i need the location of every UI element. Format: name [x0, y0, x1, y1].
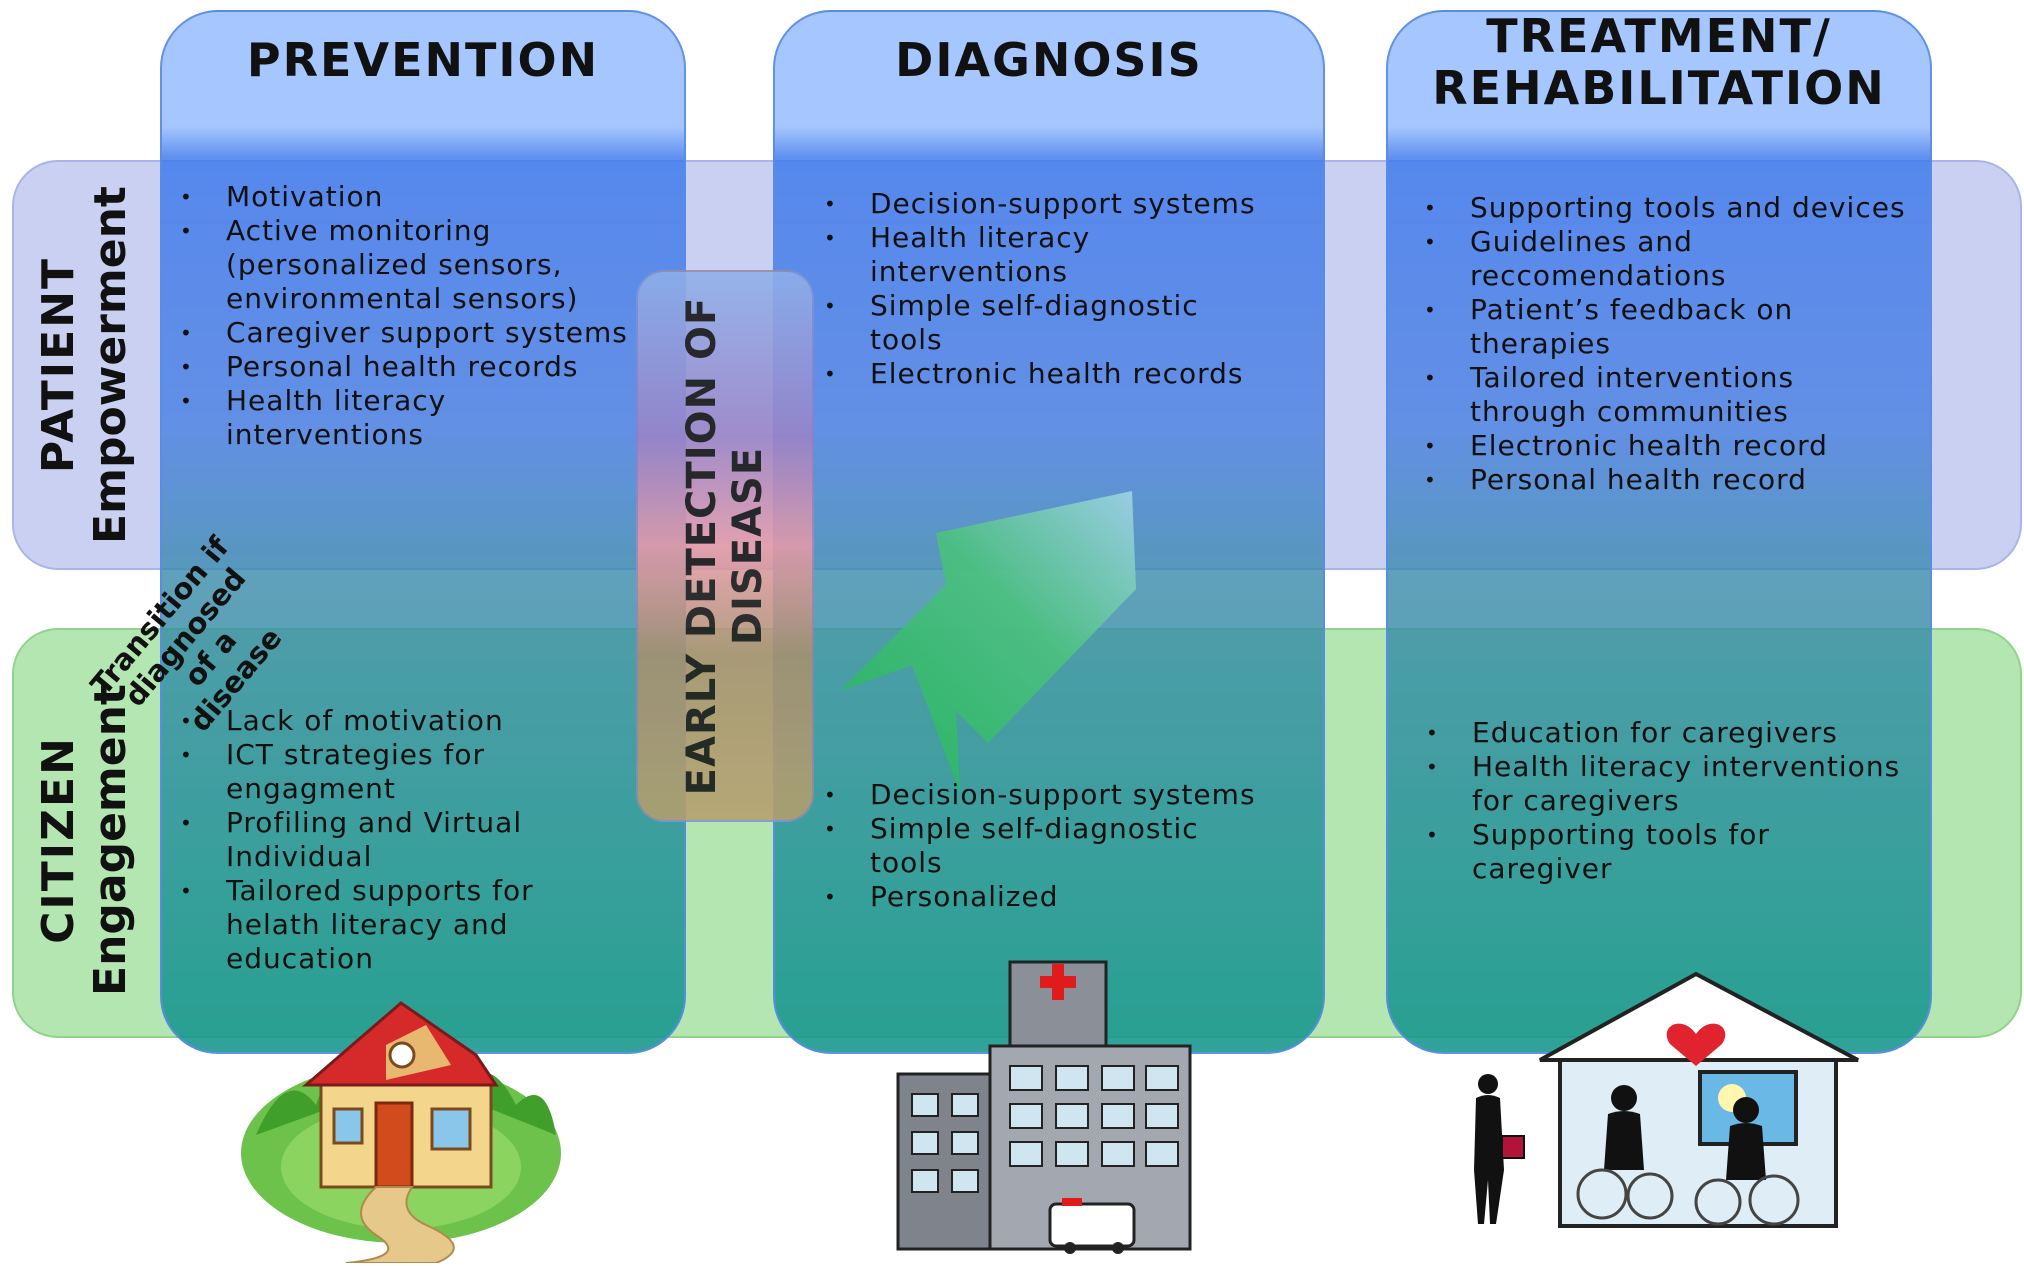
treatment-patient-list: Supporting tools and devices Guidelines …	[1420, 191, 1920, 497]
early-detection-box: EARLY DETECTION OF DISEASE	[636, 270, 814, 822]
diagnosis-patient-list: Decision-support systems Health literacy…	[820, 187, 1260, 391]
list-item: Personalized	[820, 880, 1260, 914]
transition-arrow	[840, 491, 1136, 793]
list-item: Motivation	[176, 180, 646, 214]
list-item: Decision-support systems	[820, 778, 1260, 812]
patient-row-label-line2: Empowerment	[85, 186, 136, 544]
list-item: Supporting tools and devices	[1420, 191, 1920, 225]
patient-row-label-line1: PATIENT	[33, 256, 84, 474]
transition-arrow-shape	[840, 491, 1136, 793]
list-item: Active monitoring (personalized sensors,…	[176, 214, 646, 316]
list-item: Health literacy interventions for caregi…	[1422, 750, 1912, 818]
list-item: ICT strategies for engagment	[176, 738, 596, 806]
list-item: Patient’s feedback on therapies	[1420, 293, 1920, 361]
treatment-title-line1: TREATMENT/	[1486, 9, 1832, 63]
diagnosis-citizen-list: Decision-support systems Simple self-dia…	[820, 778, 1260, 914]
citizen-row-label-line1: CITIZEN	[33, 736, 84, 944]
list-item: Simple self-diagnostic tools	[820, 289, 1260, 357]
list-item: Electronic health record	[1420, 429, 1920, 463]
list-item: Tailored supports for helath literacy an…	[176, 874, 596, 976]
list-item: Tailored interventions through communiti…	[1420, 361, 1920, 429]
list-item: Electronic health records	[820, 357, 1260, 391]
list-item: Caregiver support systems	[176, 316, 646, 350]
list-item: Decision-support systems	[820, 187, 1260, 221]
list-item: Guidelines and reccomendations	[1420, 225, 1920, 293]
list-item: Personal health records	[176, 350, 646, 384]
prevention-title: PREVENTION	[246, 33, 600, 87]
diagnosis-title: DIAGNOSIS	[895, 33, 1203, 87]
list-item: Supporting tools for caregiver	[1422, 818, 1912, 886]
home-icon	[241, 1001, 561, 1263]
hospital-icon	[896, 960, 1192, 1254]
list-item: Education for caregivers	[1422, 716, 1912, 750]
list-item: Profiling and Virtual Individual	[176, 806, 596, 874]
prevention-citizen-list: Lack of motivation ICT strategies for en…	[176, 704, 596, 976]
prevention-patient-list: Motivation Active monitoring (personaliz…	[176, 180, 646, 452]
early-detection-label: EARLY DETECTION OF DISEASE	[679, 276, 771, 816]
list-item: Personal health record	[1420, 463, 1920, 497]
treatment-title: TREATMENT/ REHABILITATION	[1386, 10, 1932, 114]
early-detection-line1: EARLY DETECTION OF	[679, 296, 725, 796]
list-item: Health literacy interventions	[820, 221, 1260, 289]
list-item: Lack of motivation	[176, 704, 596, 738]
list-item: Simple self-diagnostic tools	[820, 812, 1260, 880]
patient-row-label: PATIENT Empowerment	[33, 165, 137, 565]
home-care-icon	[1474, 971, 1859, 1228]
list-item: Health literacy interventions	[176, 384, 646, 452]
treatment-citizen-list: Education for caregivers Health literacy…	[1422, 716, 1912, 886]
treatment-title-line2: REHABILITATION	[1432, 61, 1886, 115]
treatment-column	[1386, 10, 1932, 1054]
early-detection-line2: DISEASE	[725, 446, 771, 646]
